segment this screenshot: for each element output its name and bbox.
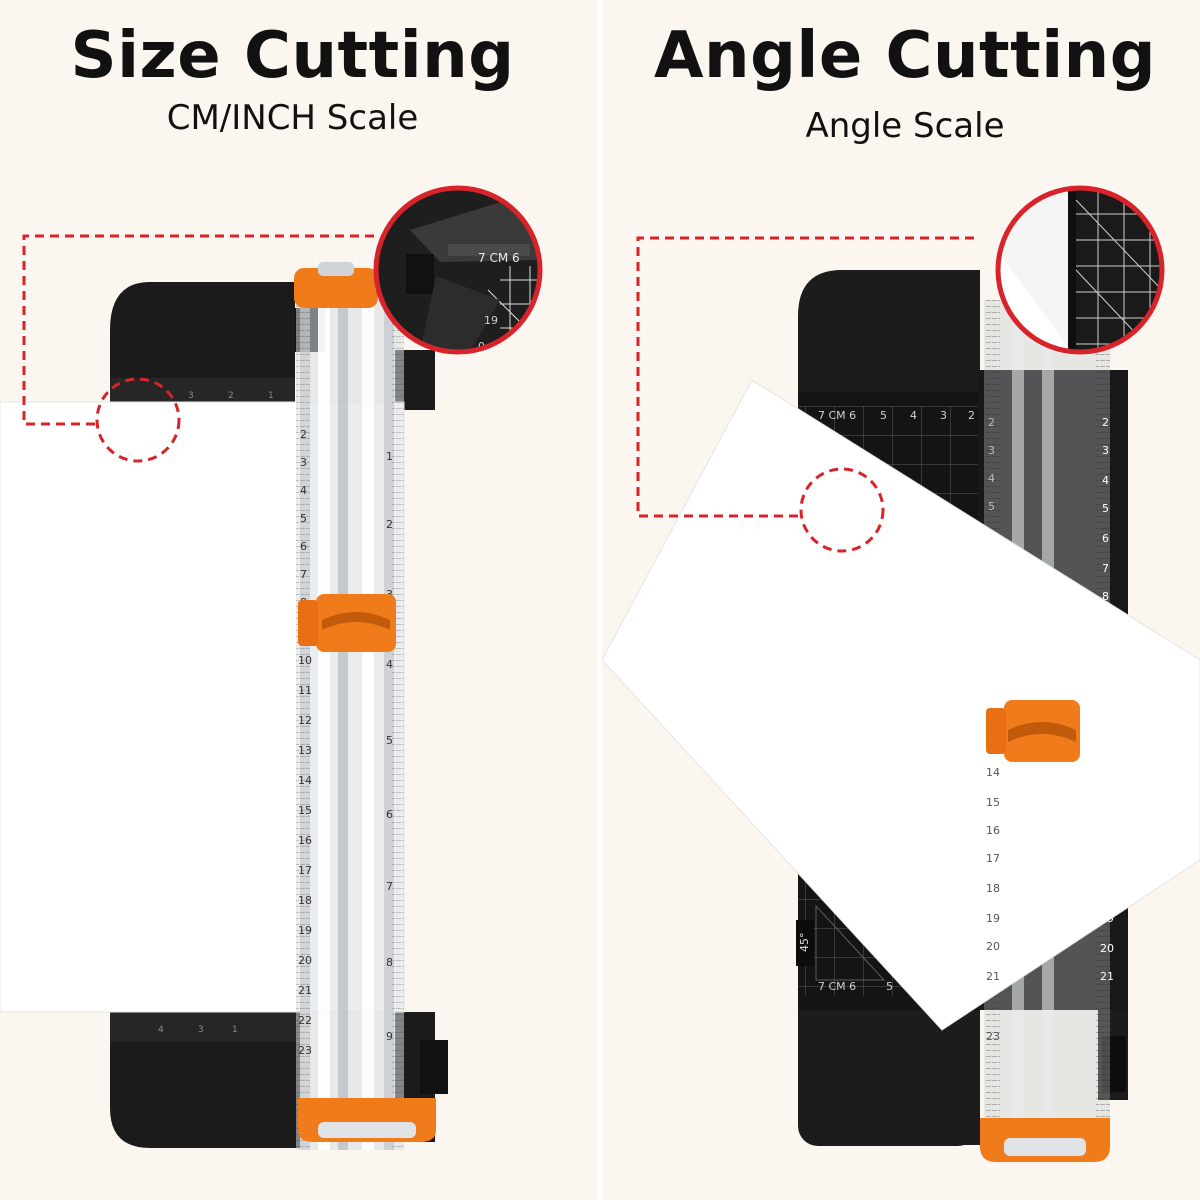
svg-text:5: 5 [880,409,887,422]
svg-text:15: 15 [986,796,1000,809]
grid-scale-numbers: 7 CM 6 5 4 3 2 7 CM 6 5 [818,409,975,993]
cut-guide-dashed-outline [22,234,374,426]
svg-text:18: 18 [986,882,1000,895]
svg-text:4: 4 [910,409,917,422]
svg-text:14: 14 [986,766,1000,779]
svg-text:3: 3 [300,456,307,469]
svg-text:4: 4 [300,484,307,497]
blade-slider [986,700,1080,762]
svg-text:7: 7 [386,880,393,893]
corner-highlight-circle [95,377,181,463]
size-cutting-illustration: 321 431 234 567 891 [0,185,548,1150]
svg-text:23: 23 [986,1030,1000,1043]
cm-inch-scale-subtitle: CM/INCH Scale [166,98,419,138]
svg-text:20: 20 [1100,942,1114,955]
zoom-callout [995,185,1165,355]
svg-text:5: 5 [988,500,995,513]
svg-text:19: 19 [986,912,1000,925]
svg-text:21: 21 [986,970,1000,983]
svg-text:16: 16 [986,824,1000,837]
rail-bottom-cap [298,1098,436,1142]
svg-text:1: 1 [268,391,274,401]
cut-guide-dashed-outline [636,236,974,518]
panel-divider [598,0,602,1200]
svg-text:6: 6 [1102,532,1109,545]
rail-top-cap [294,262,378,308]
svg-text:8: 8 [386,956,393,969]
svg-text:16: 16 [298,834,312,847]
svg-text:7: 7 [300,568,307,581]
angle-cutting-title: Angle Cutting [653,19,1157,93]
svg-text:14: 14 [298,774,312,787]
svg-text:19: 19 [298,924,312,937]
cm-scale-mark: 7 CM 6 [478,251,520,265]
svg-text:5: 5 [540,217,548,231]
svg-text:5: 5 [1102,502,1109,515]
svg-text:5: 5 [886,980,893,993]
svg-text:18: 18 [298,894,312,907]
svg-text:2: 2 [228,391,234,401]
svg-text:4: 4 [1102,474,1109,487]
svg-text:8: 8 [1102,590,1109,603]
svg-text:11: 11 [298,684,312,697]
svg-text:23: 23 [298,1044,312,1057]
svg-text:10: 10 [298,654,312,667]
angle-cutting-illustration: 7 CM 6 54 32 7 CM 6 5 45° 234 567 [602,185,1200,1162]
corner-highlight-circle [799,467,885,553]
svg-text:6: 6 [386,808,393,821]
svg-text:4: 4 [158,1025,164,1035]
blade-slider [298,594,396,652]
svg-text:3: 3 [198,1025,204,1035]
size-cutting-title: Size Cutting [70,19,515,93]
svg-text:3: 3 [988,444,995,457]
svg-text:5: 5 [386,734,393,747]
svg-text:9: 9 [386,1030,393,1043]
svg-text:15: 15 [298,804,312,817]
zoom-callout: 7 CM 6 5 190 [373,185,548,355]
svg-text:19: 19 [484,314,498,327]
svg-text:2: 2 [988,416,995,429]
angled-paper-sheet [602,379,1200,1031]
svg-text:7 CM 6: 7 CM 6 [818,980,856,993]
svg-text:3: 3 [188,391,194,401]
svg-text:2: 2 [1102,416,1109,429]
svg-text:2: 2 [300,428,307,441]
angle-45-mark: 45° [798,933,811,953]
svg-text:3: 3 [940,409,947,422]
svg-text:2: 2 [386,518,393,531]
svg-text:4: 4 [386,658,393,671]
svg-text:6: 6 [300,540,307,553]
svg-text:5: 5 [300,512,307,525]
svg-text:3: 3 [1102,444,1109,457]
svg-text:21: 21 [1100,970,1114,983]
svg-text:7 CM 6: 7 CM 6 [818,409,856,422]
svg-text:4: 4 [988,472,995,485]
svg-text:1: 1 [386,450,393,463]
svg-text:21: 21 [298,984,312,997]
svg-text:22: 22 [298,1014,312,1027]
svg-text:7: 7 [1102,562,1109,575]
svg-text:20: 20 [298,954,312,967]
rail-bottom-cap [980,1118,1110,1162]
svg-text:20: 20 [986,940,1000,953]
svg-text:2: 2 [968,409,975,422]
svg-text:17: 17 [986,852,1000,865]
svg-text:22: 22 [986,1000,1000,1013]
angle-scale-subtitle: Angle Scale [805,106,1005,146]
svg-text:1: 1 [232,1025,238,1035]
svg-text:17: 17 [298,864,312,877]
svg-text:12: 12 [298,714,312,727]
svg-text:13: 13 [298,744,312,757]
